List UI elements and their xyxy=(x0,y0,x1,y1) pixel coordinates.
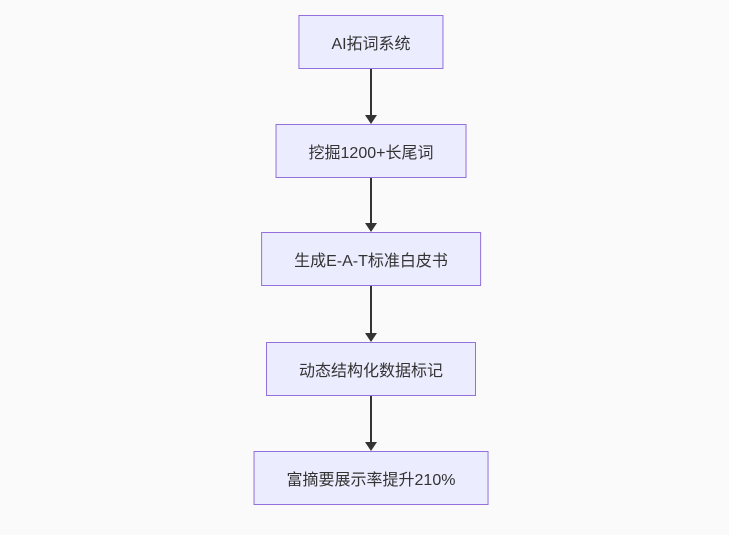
arrowhead-down-icon xyxy=(365,333,377,342)
edge-line xyxy=(370,178,372,224)
arrowhead-down-icon xyxy=(365,115,377,124)
flow-node-label: 富摘要展示率提升210% xyxy=(286,472,456,489)
flow-node-rich-snippet-result: 富摘要展示率提升210% xyxy=(253,451,489,505)
edge-line xyxy=(370,396,372,443)
flow-node-longtail-mining: 挖掘1200+长尾词 xyxy=(275,124,467,178)
flow-edge-4 xyxy=(364,396,378,451)
flow-node-label: 挖掘1200+长尾词 xyxy=(308,145,434,162)
edge-line xyxy=(370,286,372,334)
flow-edge-3 xyxy=(364,286,378,342)
flow-node-label: AI拓词系统 xyxy=(331,36,411,53)
flow-node-eat-whitepaper: 生成E-A-T标准白皮书 xyxy=(261,232,481,286)
flow-node-label: 动态结构化数据标记 xyxy=(298,363,444,380)
flow-node-ai-expansion-system: AI拓词系统 xyxy=(298,15,444,69)
arrowhead-down-icon xyxy=(365,442,377,451)
flow-node-label: 生成E-A-T标准白皮书 xyxy=(294,253,448,270)
flow-edge-2 xyxy=(364,178,378,232)
flow-node-structured-data-markup: 动态结构化数据标记 xyxy=(265,342,477,396)
flow-edge-1 xyxy=(364,69,378,124)
arrowhead-down-icon xyxy=(365,223,377,232)
edge-line xyxy=(370,69,372,116)
